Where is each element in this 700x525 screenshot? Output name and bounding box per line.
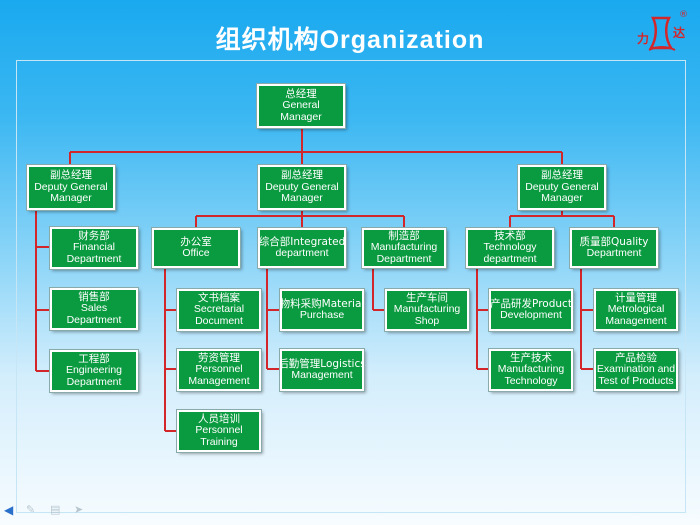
- pen-icon[interactable]: ✎: [26, 503, 36, 516]
- logo-char-1: 力: [637, 32, 650, 46]
- node-label-en: Manager: [50, 192, 92, 205]
- node-label-zh: 质量部Quality: [579, 235, 649, 248]
- title-chinese: 组织机构: [215, 25, 320, 54]
- node-label-zh: 物料采购Material: [279, 297, 365, 310]
- node-label-en: Test of Products: [598, 374, 674, 387]
- node-label-en: Manager: [280, 110, 322, 123]
- node-integrated-department: 综合部Integrated department: [257, 227, 347, 269]
- node-label-en: Manufacturing: [370, 241, 438, 254]
- menu-icon[interactable]: ▤: [50, 503, 61, 516]
- node-label-en: Metrological: [607, 303, 665, 316]
- content-panel: [16, 60, 686, 513]
- node-label-en: Shop: [414, 314, 440, 327]
- node-label-zh: 工程部: [78, 352, 110, 365]
- registered-mark: ®: [679, 10, 688, 20]
- title-english: Organization: [319, 26, 485, 54]
- node-general-manager: 总经理 General Manager: [256, 83, 346, 129]
- node-label-en: General: [282, 99, 320, 112]
- node-label-zh: 技术部: [494, 229, 526, 242]
- node-label-en: department: [275, 247, 329, 259]
- node-label-en: Sales: [80, 302, 108, 315]
- node-label-en: Management: [291, 369, 353, 381]
- node-label-zh: 副总经理: [281, 169, 323, 182]
- node-quality-department: 质量部Quality Department: [569, 227, 659, 269]
- node-label-zh: 副总经理: [50, 169, 92, 182]
- node-logistics-management: 后勤管理Logistics Management: [278, 348, 366, 392]
- node-label-en: Development: [500, 309, 562, 321]
- node-label-en: Examination and: [596, 363, 676, 376]
- node-label-en: Management: [605, 314, 667, 327]
- node-personnel-management: 劳资管理 Personnel Management: [176, 348, 262, 392]
- node-label-en: Document: [195, 314, 243, 327]
- node-label-en: Personnel: [195, 363, 243, 376]
- left-arrow-icon[interactable]: ◀: [4, 503, 14, 517]
- node-label-en: Office: [182, 247, 210, 259]
- logo-sail-icon: [648, 16, 676, 51]
- node-label-zh: 后勤管理Logistics: [278, 357, 366, 370]
- node-deputy-gm-center: 副总经理 Deputy General Manager: [257, 164, 347, 211]
- node-label-en: Purchase: [299, 309, 345, 321]
- node-label-zh: 文书档案: [198, 291, 240, 304]
- logo-char-2: 达: [673, 26, 686, 40]
- node-label-en: Deputy General: [34, 180, 108, 193]
- right-arrow-icon[interactable]: ➤: [74, 503, 84, 516]
- node-label-zh: 人员培训: [198, 412, 240, 425]
- node-label-en: Department: [586, 247, 642, 259]
- node-label-en: Manager: [281, 192, 323, 205]
- node-engineering-department: 工程部 Engineering Department: [49, 349, 139, 393]
- node-label-zh: 综合部Integrated: [258, 235, 346, 248]
- node-label-zh: 生产技术: [510, 351, 552, 364]
- company-logo: 力 达 ®: [631, 10, 695, 54]
- node-material-purchase: 物料采购Material Purchase: [279, 288, 365, 332]
- node-label-en: Deputy General: [265, 180, 339, 193]
- node-label-zh: 劳资管理: [198, 351, 240, 364]
- node-label-zh: 生产车间: [406, 291, 448, 304]
- node-label-zh: 计量管理: [615, 291, 657, 304]
- node-personnel-training: 人员培训 Personnel Training: [176, 409, 262, 453]
- node-label-zh: 产品研发Product: [490, 297, 572, 310]
- node-label-en: Manufacturing: [393, 303, 461, 316]
- node-label-en: Deputy General: [525, 180, 599, 193]
- node-label-en: Personnel: [195, 424, 243, 437]
- node-label-zh: 产品检验: [615, 351, 657, 364]
- node-label-en: Manager: [541, 192, 583, 205]
- node-label-en: Department: [66, 375, 122, 388]
- node-label-en: Management: [188, 374, 250, 387]
- node-office: 办公室 Office: [151, 227, 241, 269]
- node-deputy-gm-right: 副总经理 Deputy General Manager: [517, 164, 607, 211]
- node-financial-department: 财务部 Financial Department: [49, 226, 139, 270]
- node-label-zh: 副总经理: [541, 169, 583, 182]
- node-metrological-management: 计量管理 Metrological Management: [593, 288, 679, 332]
- node-label-zh: 办公室: [180, 235, 212, 248]
- node-manufacturing-shop: 生产车间 Manufacturing Shop: [384, 288, 470, 332]
- node-sales-department: 销售部 Sales Department: [49, 287, 139, 331]
- node-label-en: Engineering: [65, 364, 123, 377]
- node-label-en: Secretarial: [193, 303, 245, 316]
- node-label-zh: 财务部: [78, 229, 110, 242]
- node-deputy-gm-left: 副总经理 Deputy General Manager: [26, 164, 116, 211]
- node-manufacturing-technology: 生产技术 Manufacturing Technology: [488, 348, 574, 392]
- node-label-zh: 制造部: [388, 229, 420, 242]
- node-examination-test-of-products: 产品检验 Examination and Test of Products: [593, 348, 679, 392]
- node-label-en: Department: [376, 252, 432, 265]
- node-label-en: Department: [66, 313, 122, 326]
- node-label-zh: 销售部: [78, 290, 110, 303]
- node-label-en: Financial: [72, 241, 116, 254]
- node-label-en: Technology: [483, 241, 537, 254]
- node-technology-department: 技术部 Technology department: [465, 227, 555, 269]
- node-product-development: 产品研发Product Development: [488, 288, 574, 332]
- page-title: 组织机构Organization: [0, 20, 700, 56]
- node-label-en: Training: [200, 435, 238, 448]
- node-secretarial-document: 文书档案 Secretarial Document: [176, 288, 262, 332]
- node-label-en: Department: [66, 252, 122, 265]
- node-manufacturing-department: 制造部 Manufacturing Department: [361, 227, 447, 269]
- node-label-en: Manufacturing: [497, 363, 565, 376]
- node-label-en: department: [483, 252, 537, 265]
- node-label-en: Technology: [504, 374, 558, 387]
- node-label-zh: 总经理: [285, 87, 317, 100]
